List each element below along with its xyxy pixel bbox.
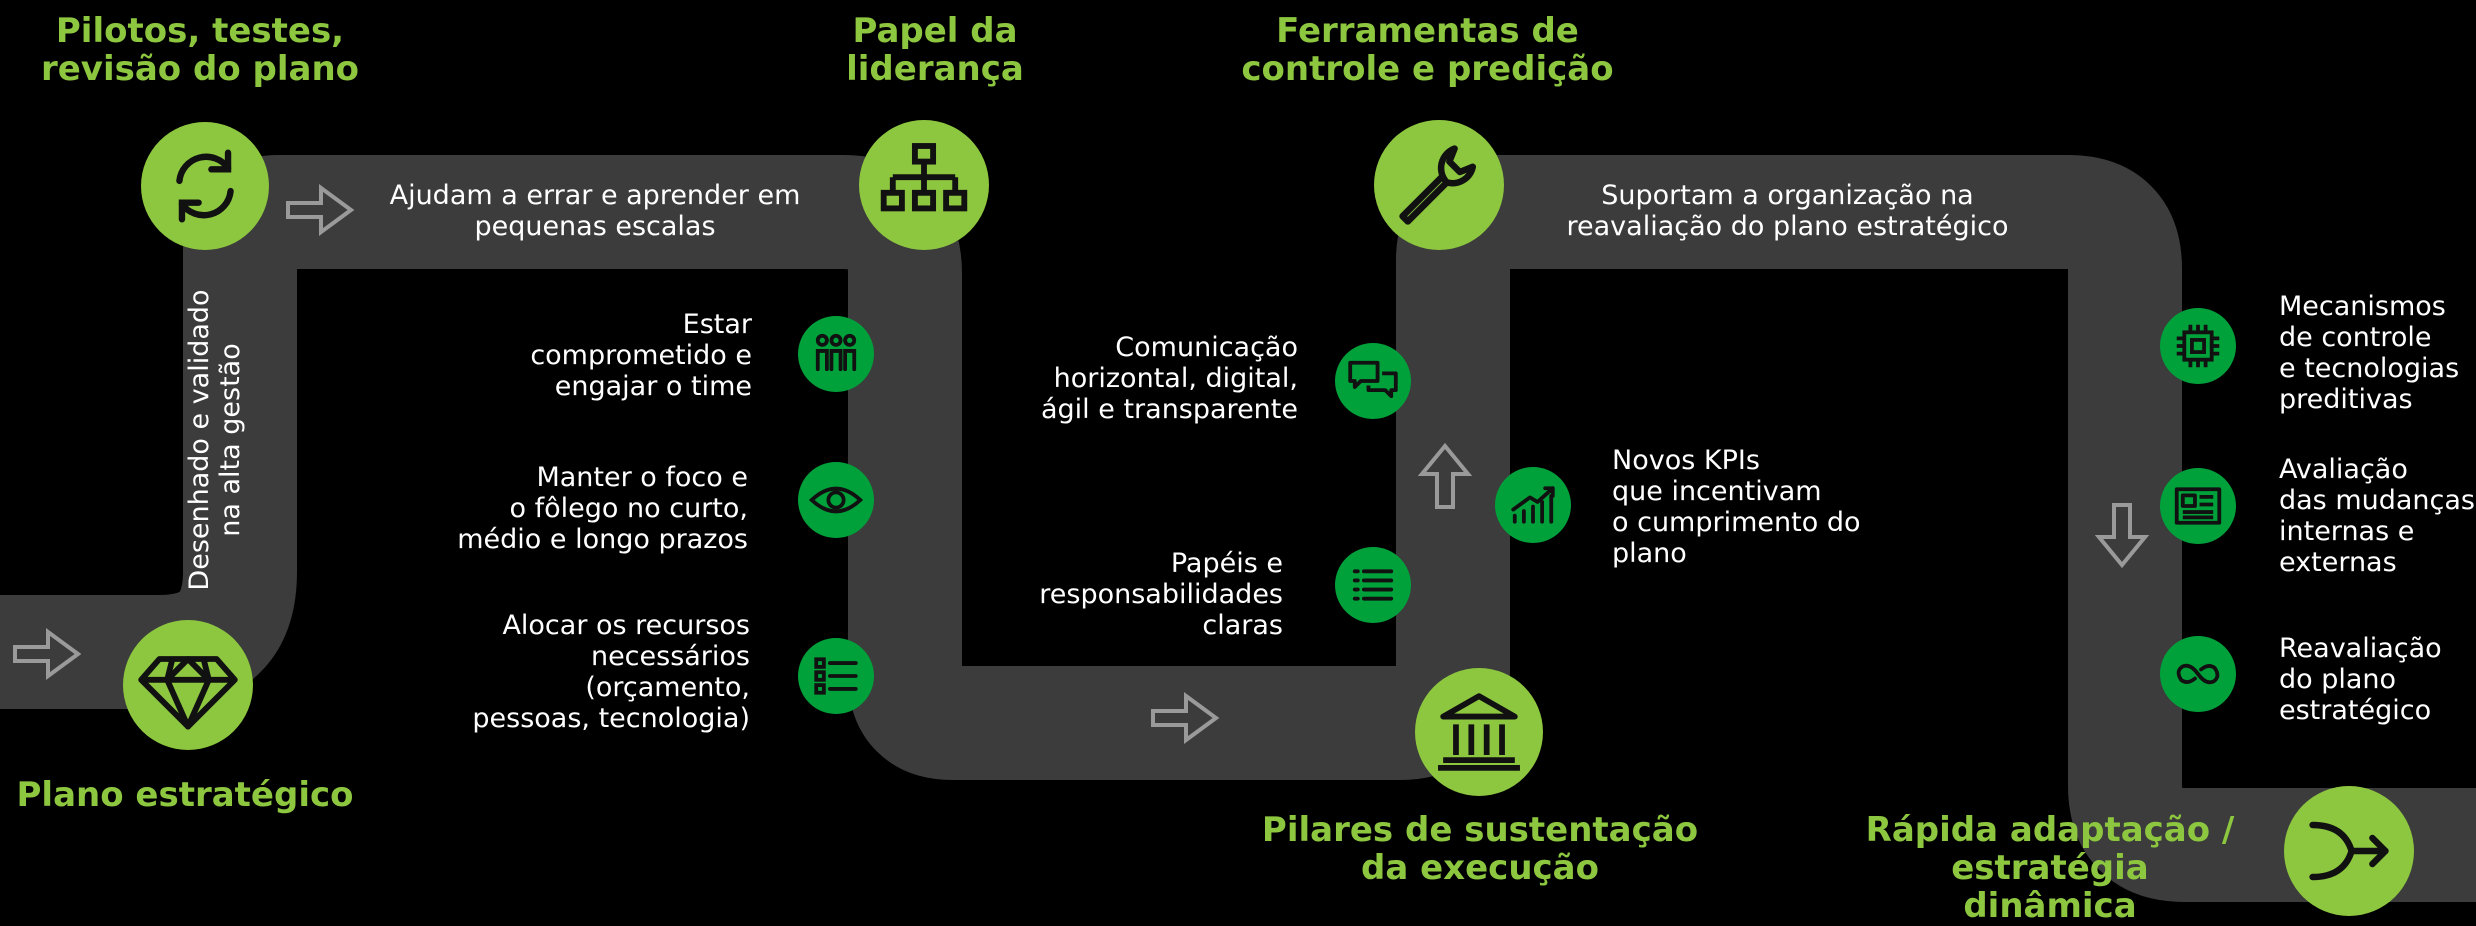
heading-ferramentas: Ferramentas de controle e predição — [1241, 11, 1614, 89]
list-icon — [1335, 547, 1411, 623]
item-comprometido: Estar comprometido e engajar o time — [530, 309, 752, 402]
heading-papel: Papel da liderança — [846, 11, 1024, 89]
strategy-roadmap-diagram: Pilotos, testes, revisão do plano Papel … — [0, 11, 2476, 925]
institution-icon — [1415, 668, 1543, 796]
heading-pilotos: Pilotos, testes, revisão do plano — [40, 11, 360, 89]
item-comunicacao: Comunicação horizontal, digital, ágil e … — [1041, 332, 1298, 425]
item-avaliacao: Avaliação das mudanças internas e extern… — [2279, 454, 2476, 578]
item-reavaliacao: Reavaliação do plano estratégico — [2279, 633, 2442, 726]
arrow-up-icon — [1417, 442, 1473, 509]
road-text-suportam: Suportam a organização na reavaliação do… — [1566, 180, 2009, 242]
road-text-ajudam: Ajudam a errar e aprender em pequenas es… — [389, 180, 801, 242]
heading-pilares: Pilares de sustentação da execução — [1261, 810, 1699, 888]
chat-bubbles-icon — [1335, 343, 1411, 419]
diamond-icon — [123, 620, 253, 750]
arrow-right-icon — [13, 628, 82, 680]
merge-arrow-icon — [2284, 786, 2414, 916]
heading-plano: Plano estratégico — [16, 775, 354, 815]
item-kpis: Novos KPIs que incentivam o cumprimento … — [1612, 445, 1861, 569]
item-mecanismos: Mecanismos de controle e tecnologias pre… — [2279, 291, 2460, 415]
item-papeis: Papéis e responsabilidades claras — [1039, 548, 1283, 641]
arrow-down-icon — [2094, 503, 2150, 569]
loop-icon — [2160, 636, 2236, 712]
growth-chart-icon — [1495, 467, 1571, 543]
checklist-icon — [798, 638, 874, 714]
arrow-right-icon — [286, 184, 355, 236]
road-path — [0, 155, 2476, 902]
org-chart-icon — [859, 120, 989, 250]
refresh-icon — [141, 122, 269, 250]
eye-icon — [798, 462, 874, 538]
team-icon — [798, 316, 874, 392]
wrench-icon — [1374, 120, 1504, 250]
processor-chip-icon — [2160, 308, 2236, 384]
heading-rapida: Rápida adaptação / estratégia dinâmica — [1865, 810, 2235, 926]
newspaper-icon — [2160, 468, 2236, 544]
item-foco: Manter o foco e o fôlego no curto, médio… — [457, 462, 748, 555]
road-text-vertical: Desenhado e validado na alta gestão — [184, 289, 246, 591]
item-recursos: Alocar os recursos necessários (orçament… — [472, 610, 750, 734]
arrow-right-icon — [1151, 692, 1220, 744]
